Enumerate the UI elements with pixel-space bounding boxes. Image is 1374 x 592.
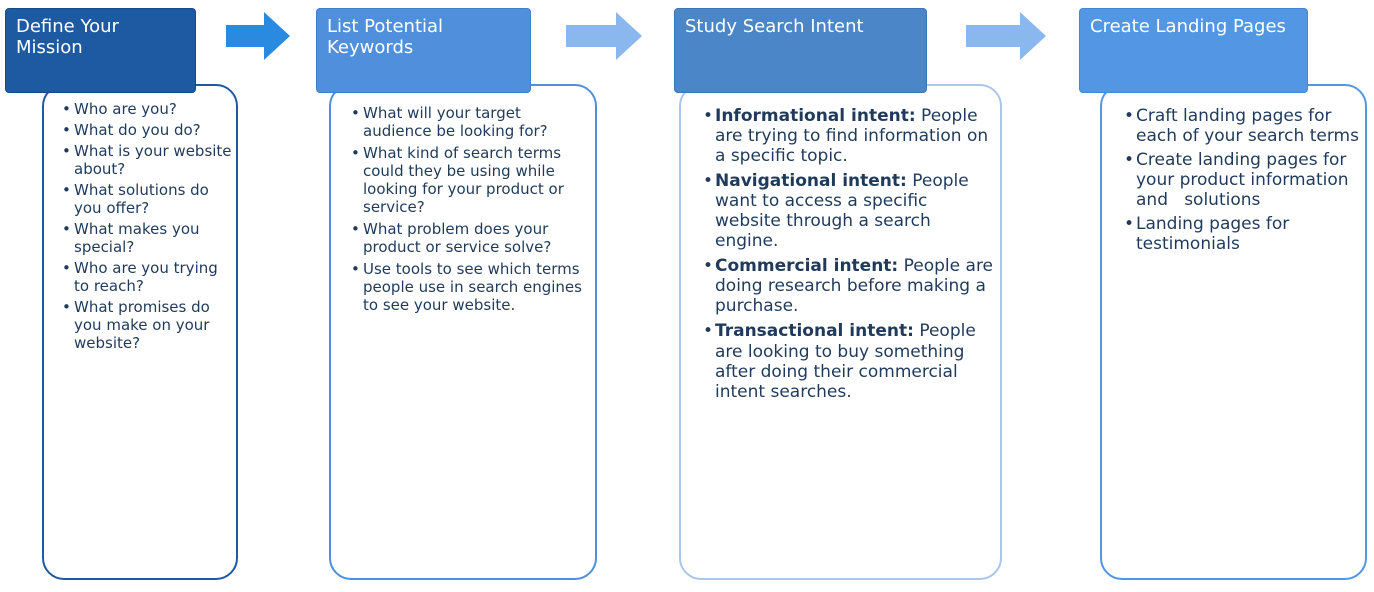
intent-description: People are trying to find information on… (715, 106, 989, 167)
stage-header-list-keywords: List Potential Keywords (316, 8, 531, 93)
intent-term: Informational intent: (715, 106, 916, 126)
arrow-icon-2 (566, 12, 642, 60)
stage-box-landing-pages: Craft landing pages for each of your sea… (1100, 84, 1367, 580)
list-item: Transactional intent: People are looking… (703, 321, 995, 401)
stage-box-define-mission: Who are you? What do you do? What is you… (42, 84, 238, 580)
list-item: Navigational intent: People want to acce… (703, 171, 995, 251)
list-item: What kind of search terms could they be … (351, 144, 589, 216)
stage-list: Who are you? What do you do? What is you… (62, 100, 234, 355)
list-item: What will your target audience be lookin… (351, 104, 589, 140)
list-item: What makes you special? (62, 220, 234, 256)
list-item: What promises do you make on your websit… (62, 298, 234, 352)
stage-box-search-intent: Informational intent: People are trying … (679, 84, 1002, 580)
intent-description: People want to access a specific website… (715, 171, 969, 252)
list-item: What do you do? (62, 121, 234, 139)
list-item: Landing pages for testimonials (1124, 214, 1362, 254)
arrow-icon-1 (226, 12, 290, 60)
stage-header-search-intent: Study Search Intent (674, 8, 927, 93)
list-item: Who are you? (62, 100, 234, 118)
intent-term: Commercial intent: (715, 256, 899, 277)
intent-description: People are looking to buy something afte… (715, 321, 976, 402)
stage-list: Craft landing pages for each of your sea… (1124, 106, 1362, 258)
arrow-icon-3 (966, 12, 1046, 60)
stage-list: Informational intent: People are trying … (703, 106, 995, 407)
list-item: What problem does your product or servic… (351, 220, 589, 256)
list-item: Informational intent: People are trying … (703, 106, 995, 166)
list-item: Use tools to see which terms people use … (351, 260, 589, 314)
stage-header-define-mission: Define Your Mission (5, 8, 196, 93)
stage-list: What will your target audience be lookin… (351, 104, 589, 318)
intent-term: Navigational intent: (715, 171, 907, 192)
list-item: What solutions do you offer? (62, 181, 234, 217)
list-item: Craft landing pages for each of your sea… (1124, 106, 1362, 146)
stage-box-list-keywords: What will your target audience be lookin… (329, 84, 597, 580)
list-item: Commercial intent: People are doing rese… (703, 256, 995, 316)
list-item: What is your website about? (62, 142, 234, 178)
stage-header-landing-pages: Create Landing Pages (1079, 8, 1308, 93)
intent-description: People are doing research before making … (715, 256, 994, 317)
list-item: Create landing pages for your product in… (1124, 150, 1362, 210)
intent-term: Transactional intent: (715, 321, 914, 342)
list-item: Who are you trying to reach? (62, 259, 234, 295)
